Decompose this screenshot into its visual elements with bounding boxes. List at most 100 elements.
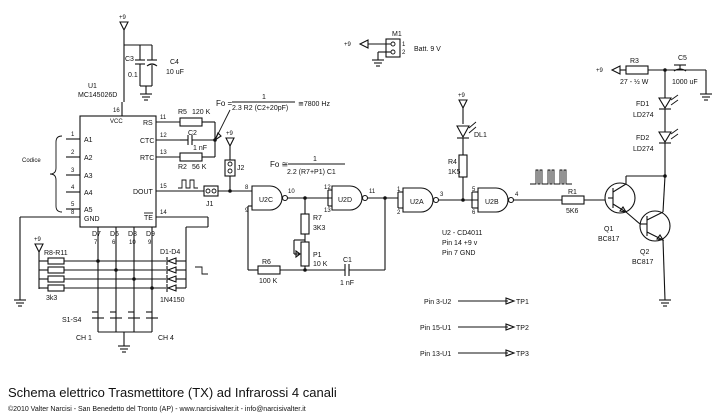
r7-resistor bbox=[300, 213, 310, 235]
u1-body bbox=[79, 115, 157, 228]
u1-pin2-name: A2 bbox=[84, 155, 93, 162]
formula1-numerator: 1 bbox=[262, 94, 266, 101]
u1-pin4-name: A4 bbox=[84, 190, 93, 197]
u2d-pin-in1: 12 bbox=[324, 185, 331, 191]
r3-ref: R3 bbox=[630, 58, 639, 65]
u1-pin10-num: 10 bbox=[129, 240, 136, 246]
r1-value: 5K6 bbox=[566, 208, 579, 215]
formula2-lhs: Fo ≅ bbox=[270, 160, 288, 169]
c4-ref: C4 bbox=[170, 59, 179, 66]
u1-pin3-name: A3 bbox=[84, 173, 93, 180]
r6-ref: R6 bbox=[262, 259, 271, 266]
q2-ref: Q2 bbox=[640, 249, 649, 256]
r1-ref: R1 bbox=[568, 189, 577, 196]
p1-potentiometer bbox=[300, 241, 310, 267]
u1-pin15-name: DOUT bbox=[133, 189, 154, 196]
u1-pin13-num: 13 bbox=[160, 150, 167, 156]
r6-value: 100 K bbox=[259, 278, 278, 285]
u1-pin-d8: D8 bbox=[128, 231, 137, 238]
gate-u2d-label: U2D bbox=[338, 197, 352, 204]
r7-value: 3K3 bbox=[313, 225, 326, 232]
u1-pin-d6: D6 bbox=[110, 231, 119, 238]
tp1-from: Pin 3-U2 bbox=[424, 299, 451, 306]
battery-label: Batt. 9 V bbox=[414, 46, 441, 53]
u1-encoder-ic: U1 MC145026D VCC 16 1 A1 2 A2 3 A3 4 A4 … bbox=[20, 83, 208, 320]
r2-ref: R2 bbox=[178, 164, 187, 171]
gate-u2a-label: U2A bbox=[410, 199, 424, 206]
supply-label-r8: +9 bbox=[34, 237, 42, 243]
codice-brace: Codice bbox=[22, 135, 63, 213]
u1-pin11-num: 11 bbox=[160, 115, 167, 121]
u1-pin8-name: GND bbox=[84, 216, 100, 223]
u1-pin9-num: 9 bbox=[148, 240, 152, 246]
ch1-label: CH 1 bbox=[76, 335, 92, 342]
u1-pin2-num: 2 bbox=[71, 150, 75, 156]
u1-pin1-num: 1 bbox=[71, 132, 75, 138]
nand-gate-u2c: U2C 8 9 10 bbox=[245, 185, 295, 214]
u2d-pin-in2: 13 bbox=[324, 208, 331, 214]
fd2-ref: FD2 bbox=[636, 135, 649, 142]
channel-input-network: +9 R8-R11 3k3 bbox=[34, 217, 209, 353]
nand-gate-u2b: U2B 5 6 4 bbox=[472, 187, 519, 216]
r3-resistor bbox=[625, 65, 649, 75]
q1-ref: Q1 bbox=[604, 226, 613, 233]
supply-label-m1: +9 bbox=[344, 42, 352, 48]
tp2-from: Pin 15-U1 bbox=[420, 325, 451, 332]
c2-value: 1 nF bbox=[193, 145, 207, 152]
dout-waveform bbox=[178, 179, 198, 189]
test-point-tp2: Pin 15-U1 TP2 bbox=[420, 323, 529, 332]
u1-pin-d9: D9 bbox=[146, 231, 155, 238]
u1-ref: U1 bbox=[88, 83, 97, 90]
u2c-pin-in1: 8 bbox=[245, 185, 249, 191]
u2b-pin-out: 4 bbox=[515, 192, 519, 198]
q1-value: BC817 bbox=[598, 236, 620, 243]
u1-pin14-num: 14 bbox=[160, 210, 167, 216]
supply-label-r3: +9 bbox=[596, 68, 604, 74]
u2b-pin-in1: 5 bbox=[472, 187, 476, 193]
q1-transistor: Q1 BC817 bbox=[598, 182, 636, 243]
fd1-value: LD274 bbox=[633, 112, 654, 119]
u1-part: MC145026D bbox=[78, 92, 117, 99]
formula-u1-frequency: Fo = 1 2.3 R2 (C2+20pF) ≅7800 Hz bbox=[216, 94, 330, 112]
u2c-pin-out: 10 bbox=[288, 189, 295, 195]
r8-r11-value: 3k3 bbox=[46, 295, 57, 302]
u1-pin7-num: 7 bbox=[94, 240, 98, 246]
test-points: Pin 3-U2 TP1 Pin 15-U1 TP2 Pin 13-U1 TP3 bbox=[420, 297, 529, 358]
gate-u2c-label: U2C bbox=[259, 197, 273, 204]
astable-rc-network: R7 3K3 P1 10 K R6 100 K C1 1 nF bbox=[248, 196, 385, 287]
d1-d4-value: 1N4150 bbox=[160, 297, 185, 304]
r1-resistor bbox=[561, 195, 585, 205]
nand-gate-u2a: U2A 1 2 3 bbox=[397, 187, 444, 216]
r8-r11-ref: R8-R11 bbox=[44, 250, 68, 257]
fd1-ir-led bbox=[658, 97, 672, 110]
u1-bottom-pins: D7 D6 D8 D9 7 6 10 9 bbox=[92, 227, 155, 320]
u1-pin1-name: A1 bbox=[84, 137, 93, 144]
output-supply-led-chain: +9 R3 27 - ½ W C5 1000 uF FD1 LD274 FD2 … bbox=[596, 55, 712, 176]
u1-pin5-num: 5 bbox=[71, 202, 75, 208]
fd2-value: LD274 bbox=[633, 146, 654, 153]
dl1-led bbox=[456, 125, 470, 139]
s1-s4-ref: S1-S4 bbox=[62, 317, 82, 324]
cd4011-line2: Pin 14 +9 v bbox=[442, 240, 478, 247]
cd4011-line1: U2 - CD4011 bbox=[442, 230, 482, 237]
formula-astable-frequency: Fo ≅ 1 2.2 (R7+P1) C1 bbox=[270, 156, 345, 176]
c5-ref: C5 bbox=[678, 55, 687, 62]
dl1-led-branch: +9 DL1 R4 1K5 bbox=[448, 93, 487, 200]
cd4011-line3: Pin 7 GND bbox=[442, 250, 475, 257]
supply-label-u1: +9 bbox=[119, 15, 127, 21]
u1-pin-vcc: VCC bbox=[110, 119, 123, 125]
ground-symbol bbox=[14, 299, 26, 307]
j2-jumper: +9 J2 bbox=[224, 131, 245, 193]
tp1-to: TP1 bbox=[516, 299, 529, 306]
dl1-ref: DL1 bbox=[474, 132, 487, 139]
codice-label: Codice bbox=[22, 158, 41, 164]
j1-ref: J1 bbox=[206, 201, 214, 208]
u1-pin3-num: 3 bbox=[71, 168, 75, 174]
u1-pin13-name: RTC bbox=[140, 155, 154, 162]
j1-jumper: J1 bbox=[203, 185, 219, 208]
c5-value: 1000 uF bbox=[672, 79, 698, 86]
c1-value: 1 nF bbox=[340, 280, 354, 287]
u1-pin12-name: CTC bbox=[140, 138, 154, 145]
c3-value: 0.1 bbox=[128, 72, 138, 79]
u1-pin-vcc-num: 16 bbox=[113, 108, 120, 114]
